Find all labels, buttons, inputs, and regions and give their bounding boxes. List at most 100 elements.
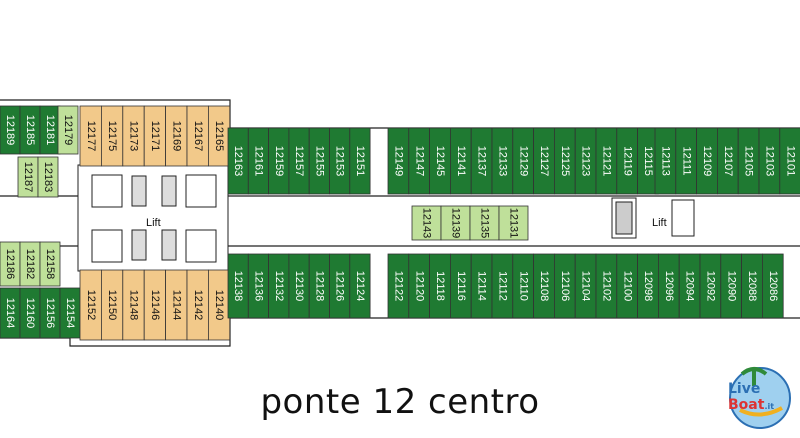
- cabin-12133[interactable]: 12133: [491, 127, 514, 195]
- cabin-12154[interactable]: 12154: [59, 287, 81, 339]
- cabin-12122[interactable]: 12122: [387, 253, 410, 319]
- cabin-number: 12140: [213, 290, 225, 321]
- cabin-12110[interactable]: 12110: [512, 253, 534, 319]
- cabin-12156[interactable]: 12156: [39, 287, 61, 339]
- cabin-12116[interactable]: 12116: [449, 253, 472, 319]
- cabin-number: 12151: [354, 146, 366, 177]
- cabin-12152[interactable]: 12152: [79, 269, 102, 341]
- cabin-12120[interactable]: 12120: [408, 253, 430, 319]
- cabin-12165[interactable]: 12165: [207, 105, 231, 167]
- cabin-12146[interactable]: 12146: [143, 269, 166, 341]
- cabin-12102[interactable]: 12102: [595, 253, 618, 319]
- cabin-12125[interactable]: 12125: [554, 127, 576, 195]
- cabin-number: 12112: [496, 271, 508, 301]
- cabin-12108[interactable]: 12108: [533, 253, 555, 319]
- cabin-number: 12127: [538, 146, 550, 177]
- cabin-12118[interactable]: 12118: [429, 253, 451, 319]
- cabin-12185[interactable]: 12185: [19, 105, 41, 155]
- cabin-12163[interactable]: 12163: [227, 127, 249, 195]
- cabin-12151[interactable]: 12151: [349, 127, 371, 195]
- cabin-12130[interactable]: 12130: [288, 253, 310, 319]
- cabin-number: 12122: [392, 271, 404, 302]
- cabin-12158[interactable]: 12158: [39, 241, 61, 287]
- cabin-number: 12143: [421, 208, 433, 239]
- cabin-12101[interactable]: 12101: [779, 127, 800, 195]
- cabin-12177[interactable]: 12177: [79, 105, 102, 167]
- cabin-12100[interactable]: 12100: [616, 253, 638, 319]
- cabin-12167[interactable]: 12167: [186, 105, 209, 167]
- cabin-12128[interactable]: 12128: [308, 253, 330, 319]
- cabin-12138[interactable]: 12138: [227, 253, 249, 319]
- cabin-12164[interactable]: 12164: [0, 287, 21, 339]
- cabin-12121[interactable]: 12121: [595, 127, 618, 195]
- left-lift-label: Lift: [146, 217, 161, 229]
- cabin-12131[interactable]: 12131: [498, 205, 529, 241]
- cabin-12094[interactable]: 12094: [678, 253, 701, 319]
- cabin-12147[interactable]: 12147: [408, 127, 430, 195]
- cabin-12127[interactable]: 12127: [533, 127, 555, 195]
- cabin-12182[interactable]: 12182: [19, 241, 41, 287]
- cabin-12186[interactable]: 12186: [0, 241, 21, 287]
- cabin-12107[interactable]: 12107: [717, 127, 739, 195]
- cabin-number: 12164: [4, 298, 16, 329]
- cabin-12144[interactable]: 12144: [165, 269, 188, 341]
- cabin-12124[interactable]: 12124: [349, 253, 371, 319]
- cabin-12103[interactable]: 12103: [758, 127, 781, 195]
- cabin-12181[interactable]: 12181: [39, 105, 61, 155]
- cabin-12145[interactable]: 12145: [429, 127, 451, 195]
- cabin-number: 12137: [476, 146, 488, 177]
- cabin-number: 12165: [213, 121, 225, 152]
- cabin-12113[interactable]: 12113: [654, 127, 677, 195]
- cabin-12088[interactable]: 12088: [741, 253, 763, 319]
- cabin-12143[interactable]: 12143: [411, 205, 442, 241]
- cabin-12092[interactable]: 12092: [699, 253, 722, 319]
- cabin-12112[interactable]: 12112: [491, 253, 514, 319]
- cabin-12111[interactable]: 12111: [675, 127, 697, 195]
- cabin-12189[interactable]: 12189: [0, 105, 21, 155]
- cabin-12136[interactable]: 12136: [247, 253, 270, 319]
- cabin-12105[interactable]: 12105: [737, 127, 760, 195]
- cabin-12142[interactable]: 12142: [186, 269, 209, 341]
- cabin-number: 12124: [354, 271, 366, 302]
- cabin-12114[interactable]: 12114: [470, 253, 493, 319]
- cabin-12187[interactable]: 12187: [17, 156, 39, 198]
- cabin-12132[interactable]: 12132: [268, 253, 290, 319]
- cabin-12160[interactable]: 12160: [19, 287, 41, 339]
- cabin-12129[interactable]: 12129: [512, 127, 534, 195]
- cabin-12148[interactable]: 12148: [122, 269, 145, 341]
- cabin-12183[interactable]: 12183: [37, 156, 59, 198]
- cabin-12104[interactable]: 12104: [574, 253, 597, 319]
- cabin-12171[interactable]: 12171: [143, 105, 166, 167]
- cabin-12140[interactable]: 12140: [207, 269, 231, 341]
- cabin-12159[interactable]: 12159: [268, 127, 290, 195]
- cabin-12150[interactable]: 12150: [101, 269, 124, 341]
- cabin-12139[interactable]: 12139: [440, 205, 471, 241]
- cabin-12090[interactable]: 12090: [720, 253, 742, 319]
- cabin-12153[interactable]: 12153: [329, 127, 351, 195]
- cabin-12141[interactable]: 12141: [449, 127, 472, 195]
- cabin-12149[interactable]: 12149: [387, 127, 410, 195]
- cabin-12175[interactable]: 12175: [101, 105, 124, 167]
- cabin-12096[interactable]: 12096: [658, 253, 680, 319]
- cabin-12157[interactable]: 12157: [288, 127, 310, 195]
- cabin-12179[interactable]: 12179: [57, 105, 79, 155]
- cabin-12086[interactable]: 12086: [762, 253, 784, 319]
- cabin-12098[interactable]: 12098: [637, 253, 659, 319]
- cabin-number: 12119: [621, 146, 633, 176]
- cabin-number: 12105: [743, 146, 755, 177]
- cabin-12155[interactable]: 12155: [308, 127, 330, 195]
- cabin-12169[interactable]: 12169: [165, 105, 188, 167]
- cabin-12123[interactable]: 12123: [574, 127, 597, 195]
- cabin-box: [779, 127, 800, 195]
- cabin-12173[interactable]: 12173: [122, 105, 145, 167]
- cabin-12161[interactable]: 12161: [247, 127, 270, 195]
- cabin-12119[interactable]: 12119: [616, 127, 638, 195]
- cabin-12126[interactable]: 12126: [329, 253, 351, 319]
- cabin-number: 12153: [334, 146, 346, 177]
- cabin-number: 12132: [273, 271, 285, 302]
- cabin-12137[interactable]: 12137: [470, 127, 493, 195]
- cabin-12109[interactable]: 12109: [696, 127, 718, 195]
- cabin-12135[interactable]: 12135: [469, 205, 500, 241]
- cabin-12106[interactable]: 12106: [554, 253, 576, 319]
